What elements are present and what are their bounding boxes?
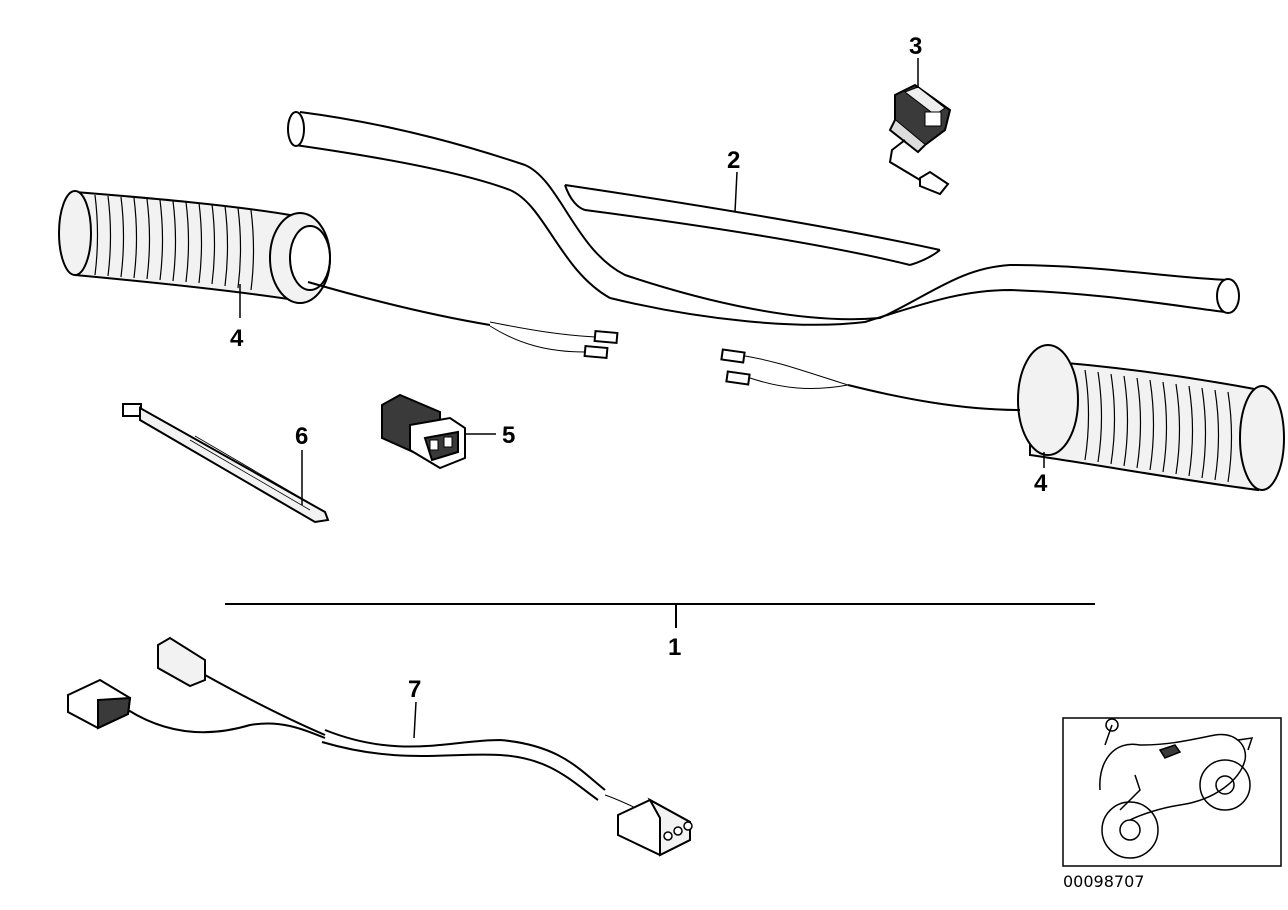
wiring-harness: [67, 636, 693, 857]
callout-connector: 5: [502, 422, 515, 449]
cable-tie: [122, 403, 330, 524]
callout-grip-left: 4: [230, 325, 244, 352]
connector-housing: [381, 393, 466, 470]
image-number: 00098707: [1063, 872, 1144, 891]
heated-grip-switch: [888, 83, 952, 196]
callout-grip-right: 4: [1034, 470, 1048, 497]
motorcycle-thumbnail: [1062, 717, 1282, 867]
callout-switch: 3: [909, 33, 922, 60]
leader-lines: [239, 58, 1045, 739]
motorcycle-icon: [1099, 718, 1254, 859]
callout-handlebar: 2: [727, 147, 740, 174]
kit-bracket: [225, 603, 1095, 628]
callout-kit: 1: [668, 634, 681, 661]
heated-grip-right: [720, 344, 1285, 492]
callout-cable-tie: 6: [295, 423, 308, 450]
callout-wiring-harness: 7: [408, 676, 421, 703]
heated-grip-left: [58, 190, 619, 360]
handlebar: [287, 111, 1240, 326]
